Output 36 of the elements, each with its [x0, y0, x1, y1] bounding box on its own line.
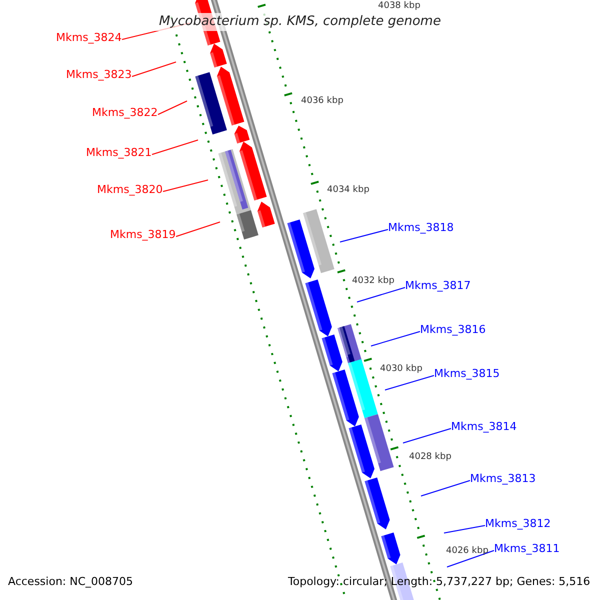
scale-label: 4036 kbp	[301, 96, 344, 107]
leader-line	[132, 62, 176, 77]
leader-line	[370, 331, 420, 346]
gene-label: Mkms_3811	[494, 542, 560, 554]
info-text: Topology: circular; Length: 5,737,227 bp; Genes: 5,516	[288, 575, 590, 589]
gene-label: Mkms_3819	[110, 228, 176, 240]
gene-label: Mkms_3816	[420, 322, 486, 336]
gene-label: Mkms_3812	[485, 516, 551, 530]
gene-label: Mkms_3823	[66, 68, 132, 80]
gene-label: Mkms_3813	[470, 472, 536, 484]
leader-line	[444, 525, 486, 534]
gene-label: Mkms_3815	[434, 366, 500, 380]
leader-line	[158, 100, 188, 115]
scale-label: 4030 kbp	[380, 364, 422, 375]
gene-label: Mkms_3814	[451, 420, 517, 432]
gene-label: Mkms_3824	[56, 30, 122, 44]
gene-label: Mkms_3822	[92, 106, 158, 118]
gene-label: Mkms_3821	[86, 146, 152, 158]
scale-label: 4026 kbp	[446, 546, 488, 557]
leader-line	[356, 287, 406, 302]
leader-line	[340, 229, 388, 242]
scale-label: 4034 kbp	[327, 185, 370, 196]
leader-line	[384, 375, 434, 390]
gene-label: Mkms_3817	[405, 278, 471, 292]
leader-line	[446, 550, 494, 568]
gene-label: Mkms_3818	[388, 220, 454, 234]
scale-label: 4032 kbp	[352, 276, 394, 287]
scale-label: 4028 kbp	[409, 452, 452, 463]
gene-label: Mkms_3820	[97, 182, 163, 196]
info-text: Accession: NC_008705	[8, 575, 134, 589]
leader-line	[162, 180, 208, 192]
leader-line	[176, 222, 220, 237]
leader-line	[152, 140, 198, 155]
scale-label: 4038 kbp	[378, 1, 420, 12]
leader-line	[420, 480, 470, 496]
leader-line	[402, 428, 452, 444]
